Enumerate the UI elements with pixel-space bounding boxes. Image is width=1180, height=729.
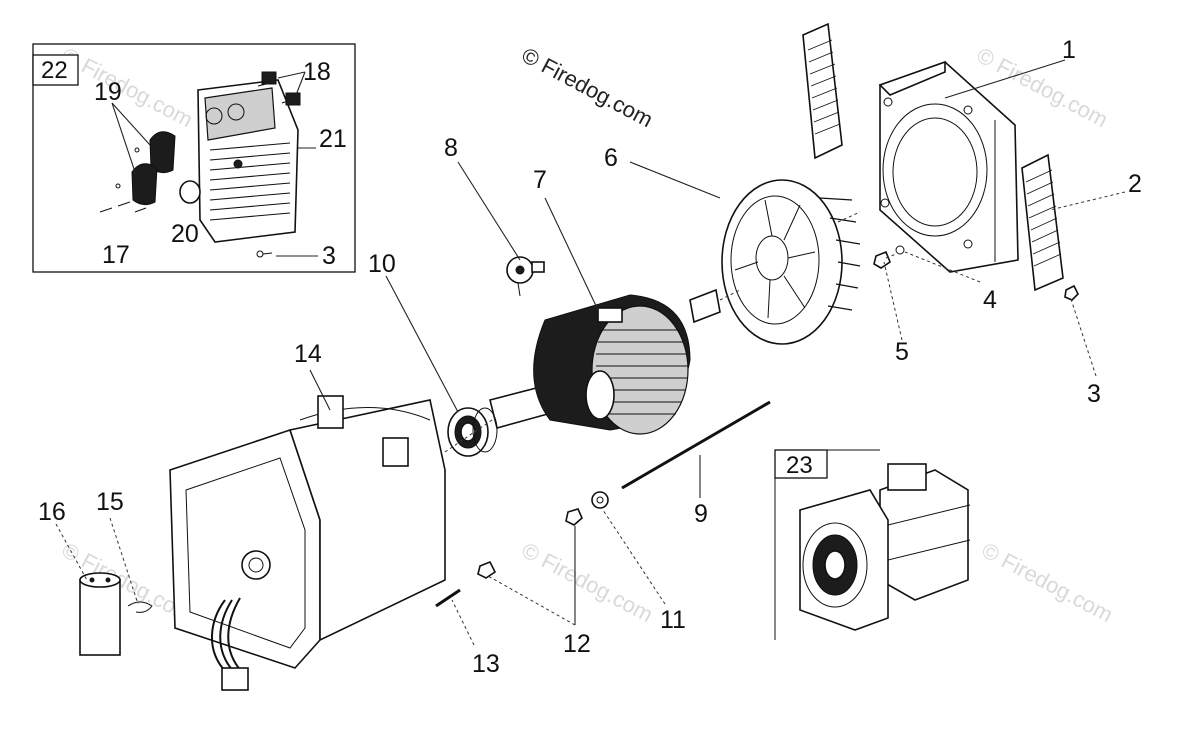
decal-plate-side: [1021, 153, 1064, 292]
assembled-generator: [799, 463, 971, 631]
wire-harness: [211, 597, 249, 691]
bolt-head: [873, 250, 891, 269]
retaining-clip: [127, 601, 153, 613]
callout-3: 3: [1087, 380, 1101, 408]
knob-part: [179, 180, 201, 204]
callout-17: 17: [102, 241, 130, 269]
panel-vent-slots: [209, 142, 291, 221]
small-screws: [99, 201, 147, 213]
stud: [435, 588, 461, 608]
watermark: © Firedog.com: [978, 537, 1117, 627]
callout-1: 1: [1062, 36, 1076, 64]
bearing: [447, 407, 498, 457]
through-bolt: [621, 400, 771, 493]
callout-3: 3: [322, 242, 336, 270]
callout-15: 15: [96, 488, 124, 516]
inset-frame: [32, 43, 356, 273]
callout-19: 19: [94, 78, 122, 106]
rear-housing: [878, 60, 1019, 273]
watermark: © Firedog.com: [518, 537, 657, 627]
callout-5: 5: [895, 338, 909, 366]
callout-23: 23: [786, 452, 813, 479]
callout-7: 7: [533, 166, 547, 194]
decal-plate-top: [802, 22, 843, 160]
inset-label-box: [32, 54, 79, 86]
callout-9: 9: [694, 500, 708, 528]
inset-label-box: [774, 449, 828, 479]
brush-holder: [506, 256, 545, 297]
callout-21: 21: [319, 125, 347, 153]
outlet-parts: [115, 131, 176, 206]
callout-16: 16: [38, 498, 66, 526]
switch-parts: [257, 71, 301, 106]
callout-12: 12: [563, 630, 591, 658]
nut-upper: [565, 508, 583, 526]
nut-lower: [477, 560, 497, 579]
callout-20: 20: [171, 220, 199, 248]
copyright-text: © Firedog.com: [518, 42, 657, 132]
inset-control-panel: 22: [32, 43, 356, 273]
callout-10: 10: [368, 250, 396, 278]
callout-18: 18: [303, 58, 331, 86]
stator-frame: [169, 395, 446, 691]
washer-hole: [596, 496, 604, 504]
callout-14: 14: [294, 340, 322, 368]
callout-8: 8: [444, 134, 458, 162]
callout-22: 22: [41, 57, 68, 84]
panel-screw: [256, 250, 273, 258]
capacitor: [79, 572, 121, 656]
washer: [591, 491, 609, 509]
inset-assembly: 23: [774, 449, 971, 640]
rotor-assembly: [489, 288, 721, 435]
decal-screw: [1064, 284, 1079, 301]
callout-2: 2: [1128, 170, 1142, 198]
leader-lines: [55, 59, 1126, 646]
callout-11: 11: [660, 606, 686, 634]
lock-washer: [895, 245, 905, 255]
control-panel-plate: [197, 79, 299, 243]
callout-13: 13: [472, 650, 500, 678]
callout-6: 6: [604, 144, 618, 172]
cooling-fan: [721, 179, 861, 345]
callout-4: 4: [983, 286, 997, 314]
